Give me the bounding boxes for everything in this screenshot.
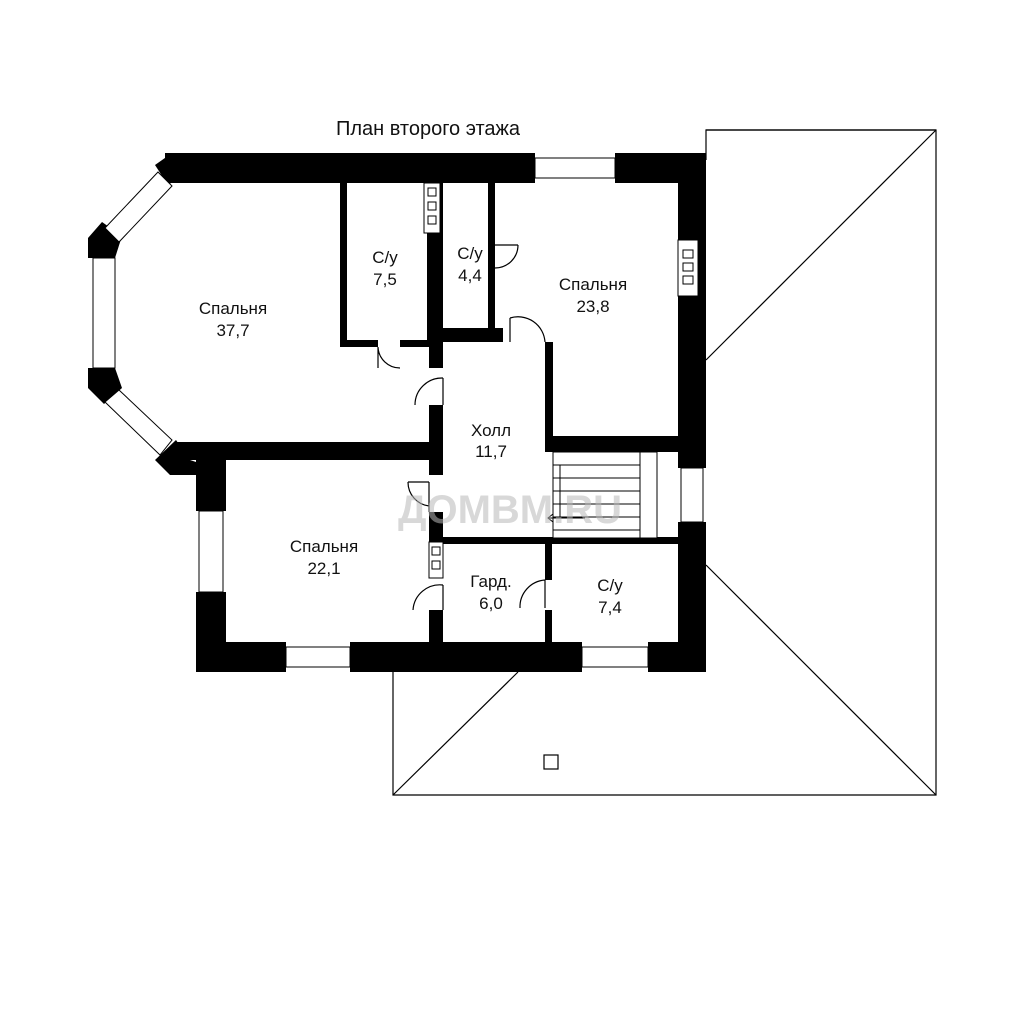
vent-icon [423, 182, 441, 234]
room-area-bed2: 23,8 [576, 297, 609, 316]
plan-title: План второго этажа [336, 118, 521, 140]
room-name-wc3: С/у [597, 576, 623, 595]
door-wc1 [377, 346, 401, 369]
room-name-bed1: Спальня [199, 299, 267, 318]
window-bay-lower [104, 389, 173, 456]
door-wc2 [494, 244, 519, 269]
window-left-lower [198, 510, 224, 593]
doors [377, 244, 546, 611]
room-area-wc3: 7,4 [598, 598, 622, 617]
room-area-bed1: 37,7 [216, 321, 249, 340]
vent-icon [677, 232, 706, 308]
door-closet [412, 584, 444, 611]
vent-shafts [423, 182, 706, 579]
room-area-hall: 11,7 [475, 442, 507, 461]
staircase [547, 451, 658, 539]
room-name-bed3: Спальня [290, 537, 358, 556]
room-area-wc2: 4,4 [458, 266, 482, 285]
room-name-wc2: С/у [457, 244, 483, 263]
door-bed1 [414, 377, 444, 406]
window-right [680, 467, 704, 523]
room-name-hall: Холл [471, 421, 511, 440]
chimney-icon [543, 754, 559, 770]
window-bottom-right [581, 646, 649, 668]
exterior-walls [88, 153, 706, 672]
room-labels: Спальня 37,7 С/у 7,5 С/у 4,4 Спальня 23,… [199, 244, 627, 617]
windows [92, 157, 704, 668]
room-area-wc1: 7,5 [373, 270, 397, 289]
room-area-closet: 6,0 [479, 594, 503, 613]
roof-outline [392, 129, 937, 796]
door-bed2 [509, 316, 546, 343]
door-bed3 [407, 481, 430, 512]
window-top [534, 157, 616, 179]
window-bay-middle [92, 257, 116, 369]
window-bay-upper [104, 171, 173, 243]
room-name-closet: Гард. [470, 572, 511, 591]
window-bottom-left [285, 646, 351, 668]
room-area-bed3: 22,1 [307, 559, 340, 578]
room-name-bed2: Спальня [559, 275, 627, 294]
watermark: ДОМВМ.RU [398, 488, 622, 532]
room-name-wc1: С/у [372, 248, 398, 267]
door-wc3 [519, 579, 546, 609]
vent-icon [428, 541, 444, 579]
